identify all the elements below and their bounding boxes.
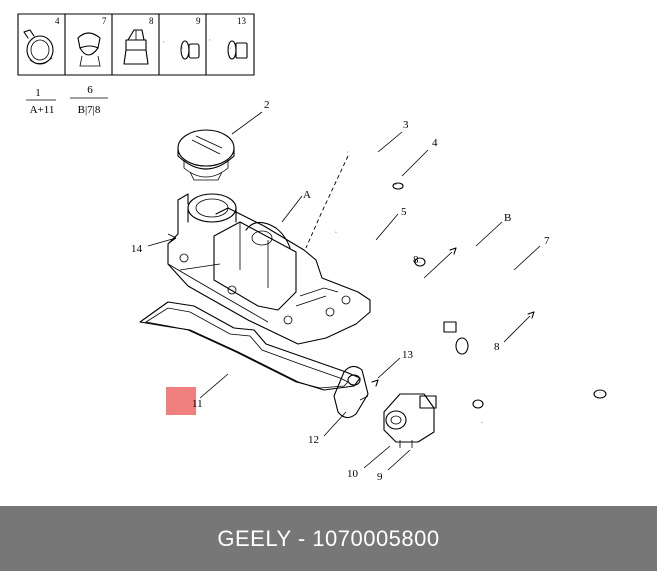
- callout-b: B: [504, 212, 511, 224]
- footer-banner: GEELY - 1070005800: [0, 506, 657, 571]
- callout-2: 2: [264, 99, 270, 111]
- clip-8-lower: [503, 311, 535, 343]
- kit-6-contents: B|7|8: [78, 104, 101, 116]
- callout-a: A: [303, 189, 311, 201]
- callout-8-upper: 8: [413, 254, 419, 266]
- callout-12: 12: [308, 434, 319, 446]
- breather-hose-b: [414, 221, 607, 399]
- pcv-valve-assembly: [363, 393, 437, 471]
- legend-cell-number-13: 13: [237, 16, 247, 26]
- exploded-parts-diagram: 4 7 8 9 13: [17, 13, 607, 483]
- kit-1-number: 1: [35, 87, 41, 99]
- kit-6-label: 6 B|7|8: [70, 84, 108, 116]
- assembly-leader-dashed: [305, 155, 349, 249]
- hose-clip-icon: [77, 32, 101, 67]
- callout-4: 4: [432, 137, 438, 149]
- legend-cell-number-8: 8: [149, 16, 154, 26]
- valve-cover: [167, 193, 371, 345]
- callout-9: 9: [377, 471, 383, 483]
- kit-1-contents: A+11: [30, 104, 55, 116]
- callout-13: 13: [402, 349, 414, 361]
- part-14-pointer: [147, 233, 177, 247]
- sensor-bracket: [323, 357, 401, 437]
- hose-3: [347, 131, 429, 190]
- clip-8-upper: [423, 247, 457, 279]
- callout-5: 5: [401, 206, 407, 218]
- kit-1-label: 1 A+11: [26, 87, 56, 116]
- legend-cell-number-7: 7: [102, 16, 107, 26]
- valve-cover-gasket: [139, 301, 361, 399]
- callout-14: 14: [131, 243, 143, 255]
- highlight-box: [166, 387, 196, 415]
- hex-bolt-icon: [209, 38, 248, 60]
- retainer-clip-icon: [123, 29, 149, 65]
- callout-8-lower: 8: [494, 341, 500, 353]
- callout-11: 11: [192, 398, 203, 410]
- hose-clamp-icon: [23, 29, 54, 65]
- callout-10: 10: [347, 468, 359, 480]
- parts-legend-table: 4 7 8 9 13: [17, 13, 255, 76]
- kit-6-number: 6: [87, 84, 93, 96]
- footer-part-number: GEELY - 1070005800: [217, 525, 440, 551]
- legend-cell-number-4: 4: [55, 16, 60, 26]
- oil-filler-cap: [177, 111, 263, 181]
- callout-7: 7: [544, 235, 550, 247]
- legend-cell-number-9: 9: [196, 16, 201, 26]
- flange-bolt-icon: [163, 40, 200, 60]
- breather-hose-5: [334, 213, 485, 423]
- callout-3: 3: [403, 119, 409, 131]
